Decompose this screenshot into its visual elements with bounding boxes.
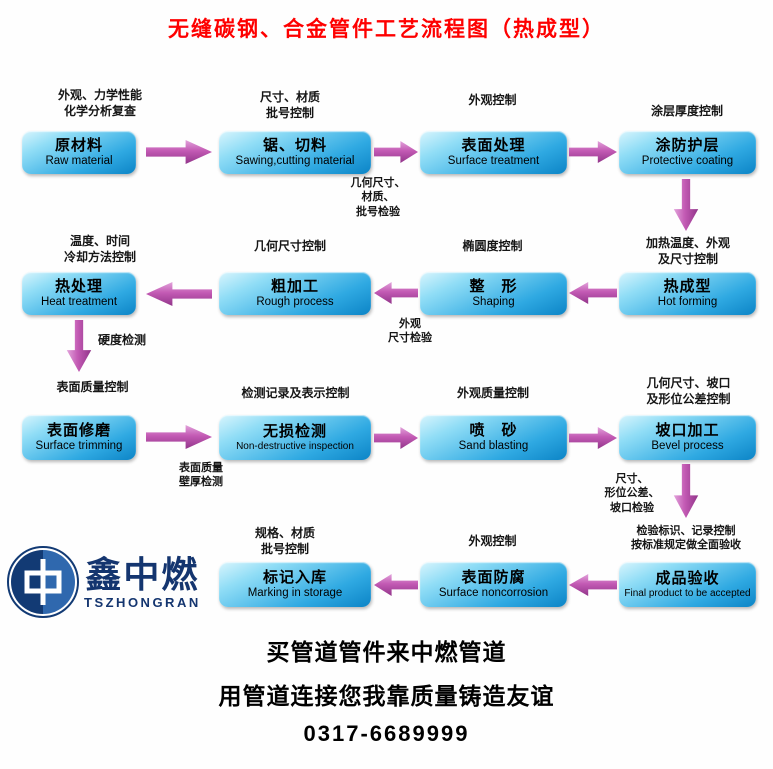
node-final-acceptance-en: Final product to be accepted	[624, 587, 751, 599]
arrow-trimming-to-ndt-icon	[146, 425, 212, 449]
logo-subtitle: TSZHONGRAN	[84, 595, 201, 611]
node-ndt-en: Non-destructive inspection	[236, 440, 354, 452]
note-hotforming-control: 加热温度、外观 及尺寸控制	[645, 236, 730, 266]
note-heattreatment-control: 温度、时间 冷却方法控制	[63, 234, 136, 264]
node-sand-blasting-cn: 喷 砂	[469, 421, 518, 439]
note-bevel-control: 几何尺寸、坡口 及形位公差控制	[646, 376, 731, 406]
arrow-bevel-to-final-icon	[673, 464, 699, 518]
node-final-acceptance: 成品验收 Final product to be accepted	[619, 562, 756, 607]
arrow-sawing-to-surface-icon	[374, 140, 418, 164]
note-check-shaping-rough: 外观 尺寸检验	[388, 318, 432, 345]
node-hot-forming-cn: 热成型	[663, 277, 712, 295]
node-marking-storage-cn: 标记入库	[262, 568, 327, 586]
logo-text: 鑫中燃 TSZHONGRAN	[84, 554, 201, 610]
arrow-coating-to-hotforming-icon	[673, 179, 699, 231]
node-rough-process-cn: 粗加工	[270, 277, 319, 295]
node-final-acceptance-cn: 成品验收	[655, 569, 720, 587]
node-protective-coating-cn: 涂防护层	[655, 136, 720, 154]
note-check-trimming-ndt: 表面质量 壁厚检测	[179, 462, 223, 489]
node-heat-treatment-en: Heat treatment	[40, 296, 118, 309]
node-surface-treatment-en: Surface treatment	[447, 155, 540, 168]
node-ndt-cn: 无损检测	[262, 422, 327, 440]
logo-name: 鑫中燃	[85, 553, 200, 595]
note-hardness-check: 硬度检测	[98, 333, 147, 347]
note-rough-control: 几何尺寸控制	[253, 239, 326, 253]
node-rough-process-en: Rough process	[256, 296, 334, 309]
arrow-shaping-to-rough-icon	[374, 281, 418, 305]
company-logo: 鑫中燃 TSZHONGRAN	[6, 545, 201, 619]
arrow-final-to-noncorrosion-icon	[569, 573, 617, 597]
node-raw-material-en: Raw material	[45, 155, 113, 168]
node-bevel-process: 坡口加工 Bevel process	[619, 415, 756, 460]
node-shaping: 整 形 Shaping	[420, 272, 567, 315]
node-marking-storage: 标记入库 Marking in storage	[219, 562, 371, 607]
arrow-rough-to-heattreatment-icon	[146, 282, 212, 306]
arrow-raw-to-sawing-icon	[146, 140, 212, 164]
node-hot-forming: 热成型 Hot forming	[619, 272, 756, 315]
note-noncorrosion-control: 外观控制	[468, 534, 517, 548]
node-protective-coating: 涂防护层 Protective coating	[619, 131, 756, 174]
node-bevel-process-cn: 坡口加工	[655, 421, 720, 439]
node-hot-forming-en: Hot forming	[657, 296, 718, 309]
node-surface-trimming: 表面修磨 Surface trimming	[22, 415, 136, 460]
footer: 买管道管件来中燃管道 用管道连接您我靠质量铸造友谊 0317-6689999	[0, 633, 773, 747]
node-surface-noncorrosion-cn: 表面防腐	[461, 568, 526, 586]
arrow-heattreatment-to-trimming-icon	[66, 320, 92, 372]
note-coating-control: 涂层厚度控制	[650, 104, 723, 118]
arrow-sandblasting-to-bevel-icon	[569, 426, 617, 450]
node-heat-treatment-cn: 热处理	[54, 277, 103, 295]
note-marking-control: 规格、材质 批号控制	[254, 526, 315, 556]
node-heat-treatment: 热处理 Heat treatment	[22, 272, 136, 315]
arrow-ndt-to-sandblasting-icon	[374, 426, 418, 450]
node-shaping-en: Shaping	[472, 296, 515, 309]
note-sandblasting-control: 外观质量控制	[456, 386, 529, 400]
node-sawing-cn: 锯、切料	[262, 136, 327, 154]
node-surface-treatment: 表面处理 Surface treatment	[420, 131, 567, 174]
node-surface-noncorrosion: 表面防腐 Surface noncorrosion	[420, 562, 567, 607]
logo-icon	[7, 546, 79, 618]
note-ndt-control: 检测记录及表示控制	[241, 386, 350, 400]
arrow-surface-to-coating-icon	[569, 140, 617, 164]
note-trimming-control: 表面质量控制	[56, 380, 129, 394]
node-rough-process: 粗加工 Rough process	[219, 272, 371, 315]
node-marking-storage-en: Marking in storage	[247, 587, 343, 600]
node-surface-trimming-en: Surface trimming	[35, 440, 123, 453]
node-surface-treatment-cn: 表面处理	[461, 136, 526, 154]
node-sand-blasting-en: Sand blasting	[458, 440, 529, 453]
footer-phone: 0317-6689999	[303, 721, 470, 746]
note-check-sawing-surface: 几何尺寸、 材质、 批号检验	[350, 177, 406, 218]
note-check-bevel-final: 尺寸、 形位公差、 坡口检验	[604, 473, 660, 514]
note-raw-control: 外观、力学性能 化学分析复查	[57, 88, 142, 118]
node-raw-material: 原材料 Raw material	[22, 131, 136, 174]
footer-slogan-2: 用管道连接您我靠质量铸造友谊	[218, 683, 555, 709]
note-surface-control: 外观控制	[468, 93, 517, 107]
node-sawing: 锯、切料 Sawing,cutting material	[219, 131, 371, 174]
note-final-control: 检验标识、记录控制 按标准规定做全面验收	[631, 525, 741, 552]
node-shaping-cn: 整 形	[469, 277, 518, 295]
note-sawing-control: 尺寸、材质 批号控制	[259, 90, 320, 120]
node-surface-noncorrosion-en: Surface noncorrosion	[438, 587, 549, 600]
node-sawing-en: Sawing,cutting material	[235, 155, 355, 168]
footer-slogan-1: 买管道管件来中燃管道	[266, 639, 507, 665]
node-bevel-process-en: Bevel process	[651, 440, 724, 453]
arrow-noncorrosion-to-marking-icon	[374, 573, 418, 597]
node-ndt: 无损检测 Non-destructive inspection	[219, 415, 371, 460]
note-shaping-control: 椭圆度控制	[462, 239, 523, 253]
page-title: 无缝碳钢、合金管件工艺流程图（热成型）	[168, 18, 605, 41]
node-surface-trimming-cn: 表面修磨	[46, 421, 111, 439]
node-protective-coating-en: Protective coating	[641, 155, 734, 168]
node-sand-blasting: 喷 砂 Sand blasting	[420, 415, 567, 460]
arrow-hotforming-to-shaping-icon	[569, 281, 617, 305]
node-raw-material-cn: 原材料	[54, 136, 103, 154]
